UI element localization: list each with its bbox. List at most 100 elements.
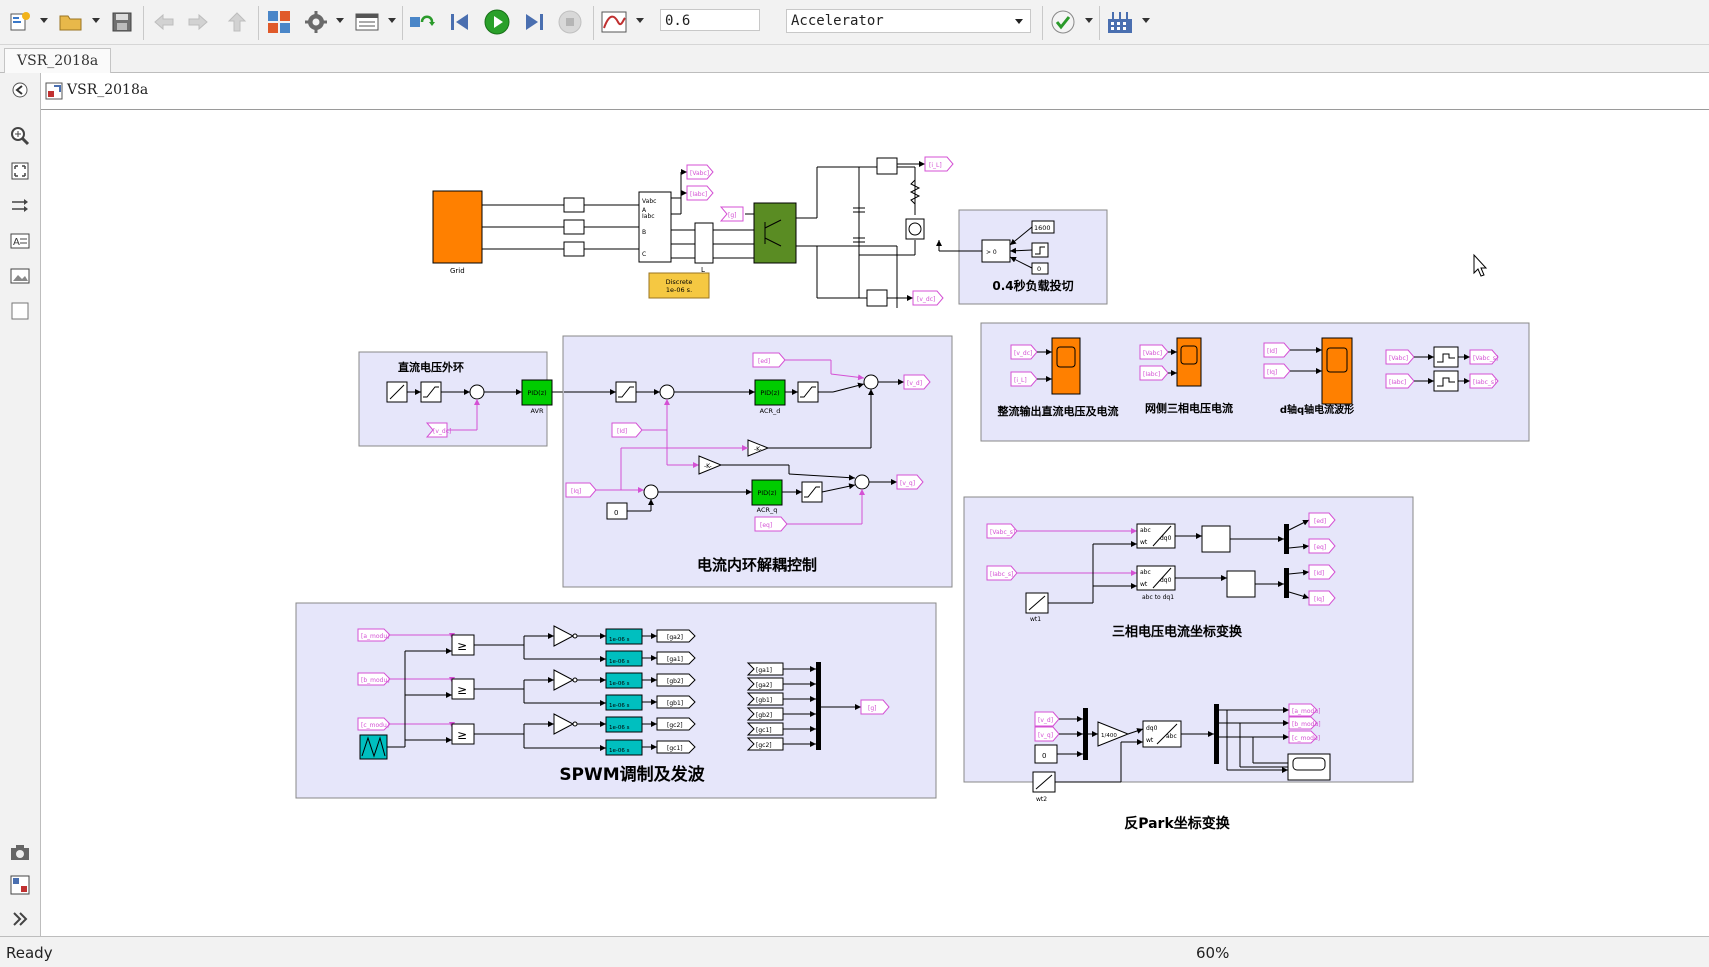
goto-iabc[interactable]: [Iabc] [686,185,714,201]
sum-vd [863,374,879,390]
svg-text:0: 0 [614,509,618,517]
library-browser-icon[interactable] [264,6,294,38]
power-circuit: Grid Vabc Iabc ABC L [432,157,925,308]
measurement-blocks[interactable] [563,197,585,257]
mux-gate [816,662,821,750]
svg-text:1e-06 s: 1e-06 s [609,703,630,709]
scope-area[interactable]: [v_dc] [i_L] 整流输出直流电压及电流 [Vabc] [Iabc] 网… [980,322,1530,442]
sum-iq [643,484,659,500]
powergui-block[interactable] [648,272,710,299]
svg-text:[g]: [g] [868,705,877,712]
model-explorer-icon[interactable] [352,6,382,38]
from-i-l-scope [1010,371,1038,387]
goto-vabc[interactable]: [Vabc] [686,164,714,180]
up-icon[interactable] [224,6,250,38]
data-inspector-icon[interactable] [598,6,630,38]
open-icon[interactable] [56,6,86,38]
hide-browser-icon[interactable] [9,79,31,101]
explorer-dropdown-icon[interactable] [388,18,396,23]
step-forward-icon[interactable] [520,6,548,38]
current-measurement-block[interactable] [876,157,898,175]
voltage-outer-loop[interactable]: 直流电压外环 PID(z) AVR [v_dc] [358,351,564,447]
breadcrumb[interactable]: VSR_2018a [67,82,149,98]
svg-text:[v_d]: [v_d] [907,380,922,387]
svg-text:Discrete: Discrete [666,278,693,286]
advisor-dropdown-icon[interactable] [1085,18,1093,23]
model-browser-icon[interactable] [9,874,31,896]
model-advisor-icon[interactable] [1048,6,1078,38]
update-diagram-icon[interactable] [406,6,438,38]
svg-text:[v_dc]: [v_dc] [1014,350,1032,357]
svg-text:[Iabc_s]: [Iabc_s] [1473,379,1496,386]
inductor-block[interactable] [694,222,714,264]
goto-v-q [896,474,924,490]
goto-gate-tags: [ga2] [ga1] [gb2] [gb1] [gc2] [gc1] [656,629,696,754]
inspector-dropdown-icon[interactable] [636,18,644,23]
from-v-dc [425,422,448,438]
svg-text:[gc1]: [gc1] [667,745,683,752]
sum-vq [854,474,870,490]
from-gate-tags: [ga1] [ga2] [gb1] [gb2] [gc1] [gc2] [746,662,784,751]
from-b-modu [357,672,391,686]
current-inner-loop[interactable]: PID(z) ACR_d [v_d] [ed] [Id] -K- -K- [Iq… [562,335,953,588]
demux-v [1284,524,1289,554]
forward-icon[interactable] [184,6,212,38]
mouse-cursor-icon [1473,253,1488,277]
settings-dropdown-icon[interactable] [336,18,344,23]
svg-text:≥: ≥ [457,728,467,742]
svg-text:PID(z): PID(z) [757,489,776,497]
screenshot-icon[interactable] [9,842,31,864]
from-iabc-zoh [1385,373,1415,389]
stop-icon[interactable] [556,6,584,38]
gear-icon[interactable] [302,6,330,38]
svg-text:PID(z): PID(z) [527,389,546,397]
run-icon[interactable] [482,6,512,38]
save-icon[interactable] [108,6,136,38]
breaker-block[interactable] [905,218,925,240]
annotation-icon[interactable]: A [9,230,31,252]
svg-text:[b_modu]: [b_modu] [1292,721,1321,728]
new-dropdown-icon[interactable] [40,18,48,23]
svg-text:[ed]: [ed] [1314,518,1326,525]
zoom-icon[interactable] [9,125,31,147]
simulation-mode-select[interactable]: Accelerator [786,9,1031,33]
goto-iabc-s [1469,373,1499,389]
back-icon[interactable] [150,6,178,38]
from-g[interactable]: [g] [719,206,744,222]
tab-vsr-2018a[interactable]: VSR_2018a [4,48,112,73]
voltage-measurement-block[interactable] [866,289,888,307]
load-switch-area[interactable]: > 0 1600 0 0.4秒负载投切 [936,209,1108,305]
from-a-modu [357,628,391,642]
fit-to-view-icon[interactable] [9,160,31,182]
mux-park [1083,708,1088,760]
grid-source-block[interactable] [432,190,483,264]
stop-time-input[interactable]: 0.6 [660,9,760,31]
svg-text:[gb1]: [gb1] [667,700,683,707]
svg-text:[ga2]: [ga2] [756,682,772,689]
address-bar: VSR_2018a [41,73,1709,110]
svg-text:abc: abc [1140,527,1151,534]
goto-v-dc[interactable]: [v_dc] [912,290,944,306]
svg-text:[ed]: [ed] [758,358,770,365]
step-back-icon[interactable] [446,6,474,38]
open-dropdown-icon[interactable] [92,18,100,23]
debug-icon[interactable] [1104,6,1136,38]
image-icon[interactable] [9,265,31,287]
svg-text:[gb1]: [gb1] [756,697,772,704]
spwm-area[interactable]: [a_modu] [b_modu] [c_modu] ≥ ≥ ≥ 1e-06 s… [295,602,937,799]
new-model-icon[interactable] [6,6,34,38]
vsr-converter-block[interactable] [753,202,797,264]
svg-text:dq0: dq0 [1160,577,1172,584]
svg-text:[Id]: [Id] [1314,570,1324,577]
not-gates [553,625,578,735]
double-chevron-right-icon[interactable] [9,908,31,930]
debug-dropdown-icon[interactable] [1142,18,1150,23]
signal-arrows-icon[interactable] [9,195,31,217]
area-icon[interactable] [9,300,31,322]
vi-measurement-block[interactable] [638,191,672,263]
zoh-v [1433,346,1459,368]
goto-i-l[interactable]: [i_L] [924,156,954,172]
status-text: Ready [6,944,53,962]
